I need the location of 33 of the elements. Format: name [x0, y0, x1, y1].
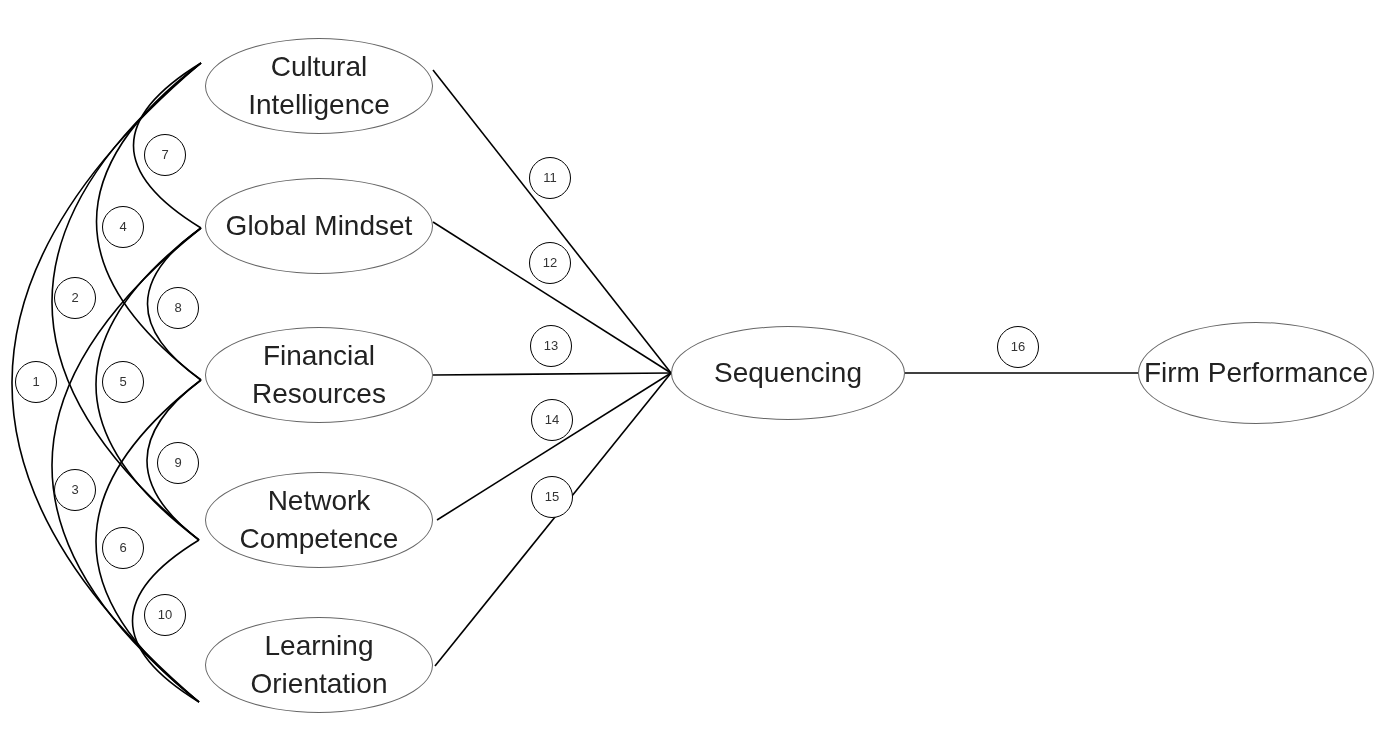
edge-label: 4: [102, 206, 144, 248]
edge-label: 3: [54, 469, 96, 511]
connector-line: [436, 372, 672, 521]
edge-label: 15: [531, 476, 573, 518]
connector-line: [432, 69, 672, 374]
edge-label: 2: [54, 277, 96, 319]
connector-line: [131, 539, 200, 703]
connector-line: [434, 372, 672, 667]
edge-label: 8: [157, 287, 199, 329]
connector-line: [146, 227, 202, 381]
edge-label: 10: [144, 594, 186, 636]
connector-line: [432, 221, 672, 374]
connector-line: [146, 379, 202, 541]
edge-label: 6: [102, 527, 144, 569]
edge-label: 13: [530, 325, 572, 367]
edge-label: 7: [144, 134, 186, 176]
node-label: Learning Orientation: [249, 629, 389, 701]
node-label: Cultural Intelligence: [247, 50, 391, 122]
edge-label: 5: [102, 361, 144, 403]
edge-label: 14: [531, 399, 573, 441]
node-label: Firm Performance: [1143, 356, 1368, 390]
node-label: Sequencing: [714, 356, 862, 390]
connector-line: [432, 372, 672, 376]
node-label: Financial Resources: [251, 339, 387, 411]
connector-line: [132, 62, 202, 229]
edge-label: 9: [157, 442, 199, 484]
edge-label: 11: [529, 157, 571, 199]
connector-line: [904, 372, 1139, 374]
edge-label: 16: [997, 326, 1039, 368]
edge-label: 1: [15, 361, 57, 403]
edge-label: 12: [529, 242, 571, 284]
node-label: Network Competence: [238, 484, 400, 556]
node-label: Global Mindset: [225, 209, 413, 243]
